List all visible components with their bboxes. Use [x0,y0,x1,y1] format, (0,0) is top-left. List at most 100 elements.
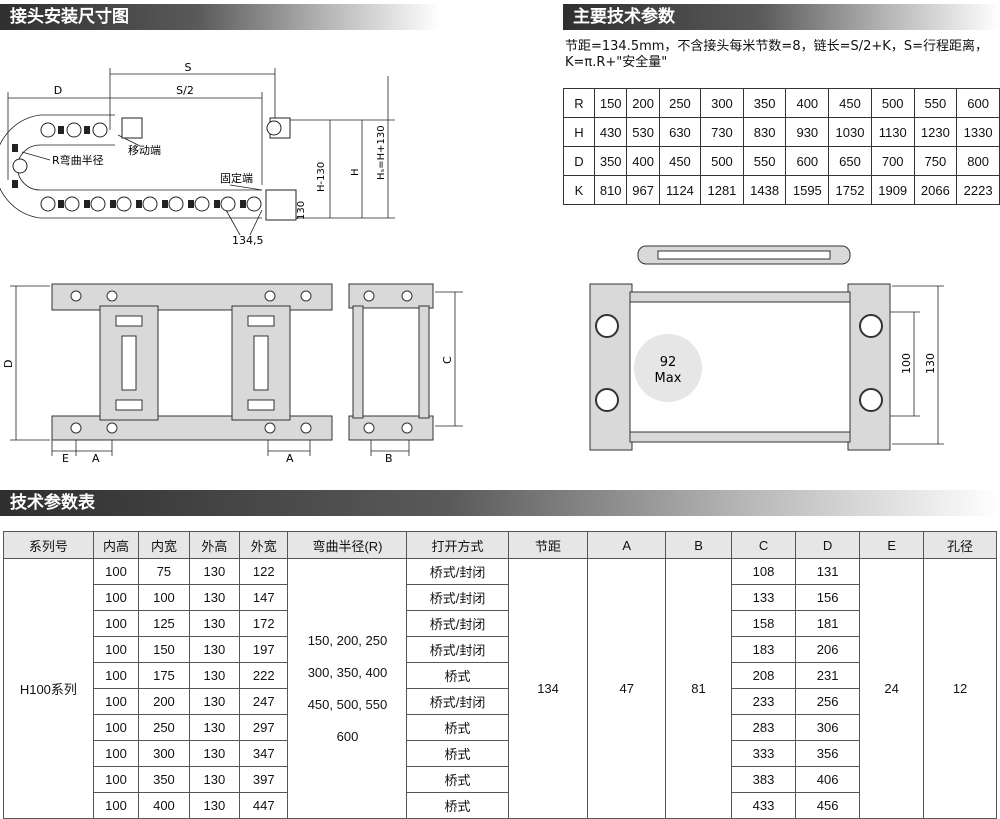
k-table-cell: 250 [658,88,702,118]
k-table-cell: 2066 [913,175,958,205]
spec-bend-radius-line: 450, 500, 550 [307,696,388,712]
k-table-cell: 730 [700,117,744,147]
spec-header-cell: 系列号 [3,531,94,559]
k-table-cell: 1438 [742,175,787,205]
spec-header-cell: A [587,531,667,559]
dim-H-130: H-130 [316,162,327,192]
spec-open-type: 桥式/封闭 [406,558,509,585]
k-table-row-header: K [563,175,595,205]
k-table-cell: 800 [956,146,1000,176]
spec-inner-width: 400 [138,792,190,819]
heading-install-drawing: 接头安装尺寸图 [0,4,440,30]
k-table-cell: 550 [742,146,787,176]
spec-D-cell: 356 [795,740,861,767]
spec-B-cell: 81 [665,558,732,819]
k-table-cell: 400 [626,146,660,176]
k-table-cell: 430 [593,117,628,147]
spec-D-cell: 131 [795,558,861,585]
spec-outer-width: 172 [239,610,289,637]
spec-outer-height: 130 [188,584,241,611]
spec-inner-height: 100 [92,740,140,767]
spec-bend-radius-line: 150, 200, 250 [307,632,388,648]
spec-C-cell: 283 [730,714,797,741]
spec-C-cell: 383 [730,766,797,793]
spec-open-type: 桥式/封闭 [406,688,509,715]
spec-header-cell: D [795,531,861,559]
k-table-cell: 600 [785,146,830,176]
k-table-cell: 500 [870,88,915,118]
spec-open-type: 桥式 [406,662,509,689]
spec-outer-height: 130 [188,714,241,741]
dim-H: H [350,168,361,176]
spec-inner-height: 100 [92,584,140,611]
spec-bend-radius-line: 600 [336,728,359,744]
spec-open-type: 桥式/封闭 [406,610,509,637]
dim-S: S [185,61,192,74]
spec-inner-width: 350 [138,766,190,793]
spec-outer-height: 130 [188,636,241,663]
spec-outer-width: 297 [239,714,289,741]
spec-open-type: 桥式 [406,766,509,793]
spec-open-type: 桥式 [406,740,509,767]
k-table-cell: 450 [828,88,872,118]
k-table-cell: 1230 [913,117,958,147]
spec-hole-cell: 12 [923,558,997,819]
spec-outer-width: 397 [239,766,289,793]
spec-A-cell: 47 [587,558,667,819]
spec-outer-width: 347 [239,740,289,767]
spec-outer-height: 130 [188,610,241,637]
spec-inner-width: 300 [138,740,190,767]
k-table-cell: 1124 [658,175,702,205]
k-table-row-header: D [563,146,595,176]
spec-inner-height: 100 [92,610,140,637]
k-table-cell: 200 [626,88,660,118]
spec-outer-width: 197 [239,636,289,663]
spec-outer-height: 130 [188,688,241,715]
spec-header-cell: 外宽 [239,531,289,559]
spec-series-cell: H100系列 [3,558,94,819]
params-note: 节距=134.5mm，不含接头每米节数=8，链长=S/2+K，S=行程距离，K=… [565,39,988,70]
k-table-cell: 750 [913,146,958,176]
spec-outer-width: 222 [239,662,289,689]
spec-inner-height: 100 [92,662,140,689]
spec-D-cell: 306 [795,714,861,741]
spec-outer-height: 130 [188,792,241,819]
spec-inner-width: 150 [138,636,190,663]
dim-D-bracket: D [2,360,15,368]
spec-E-cell: 24 [859,558,925,819]
spec-header-cell: 打开方式 [406,531,509,559]
k-table-cell: 500 [700,146,744,176]
k-table-cell: 1595 [785,175,830,205]
k-table-cell: 2223 [956,175,1000,205]
spec-header-cell: 内高 [92,531,140,559]
spec-outer-height: 130 [188,766,241,793]
k-table-cell: 1330 [956,117,1000,147]
spec-outer-height: 130 [188,740,241,767]
spec-outer-width: 247 [239,688,289,715]
spec-inner-height: 100 [92,792,140,819]
k-table-row-header: H [563,117,595,147]
dim-HH: Hₛ=H+130 [376,125,387,180]
label-fixed-end: 固定端 [220,171,253,185]
spec-C-cell: 433 [730,792,797,819]
spec-pitch-cell: 134 [507,558,589,819]
spec-D-cell: 231 [795,662,861,689]
bracket-plan-view: D E A A [2,283,333,465]
k-table-cell: 967 [626,175,660,205]
spec-outer-height: 130 [188,558,241,585]
spec-C-cell: 133 [730,584,797,611]
spec-inner-width: 75 [138,558,190,585]
spec-open-type: 桥式 [406,714,509,741]
spec-D-cell: 156 [795,584,861,611]
k-table-cell: 650 [828,146,872,176]
